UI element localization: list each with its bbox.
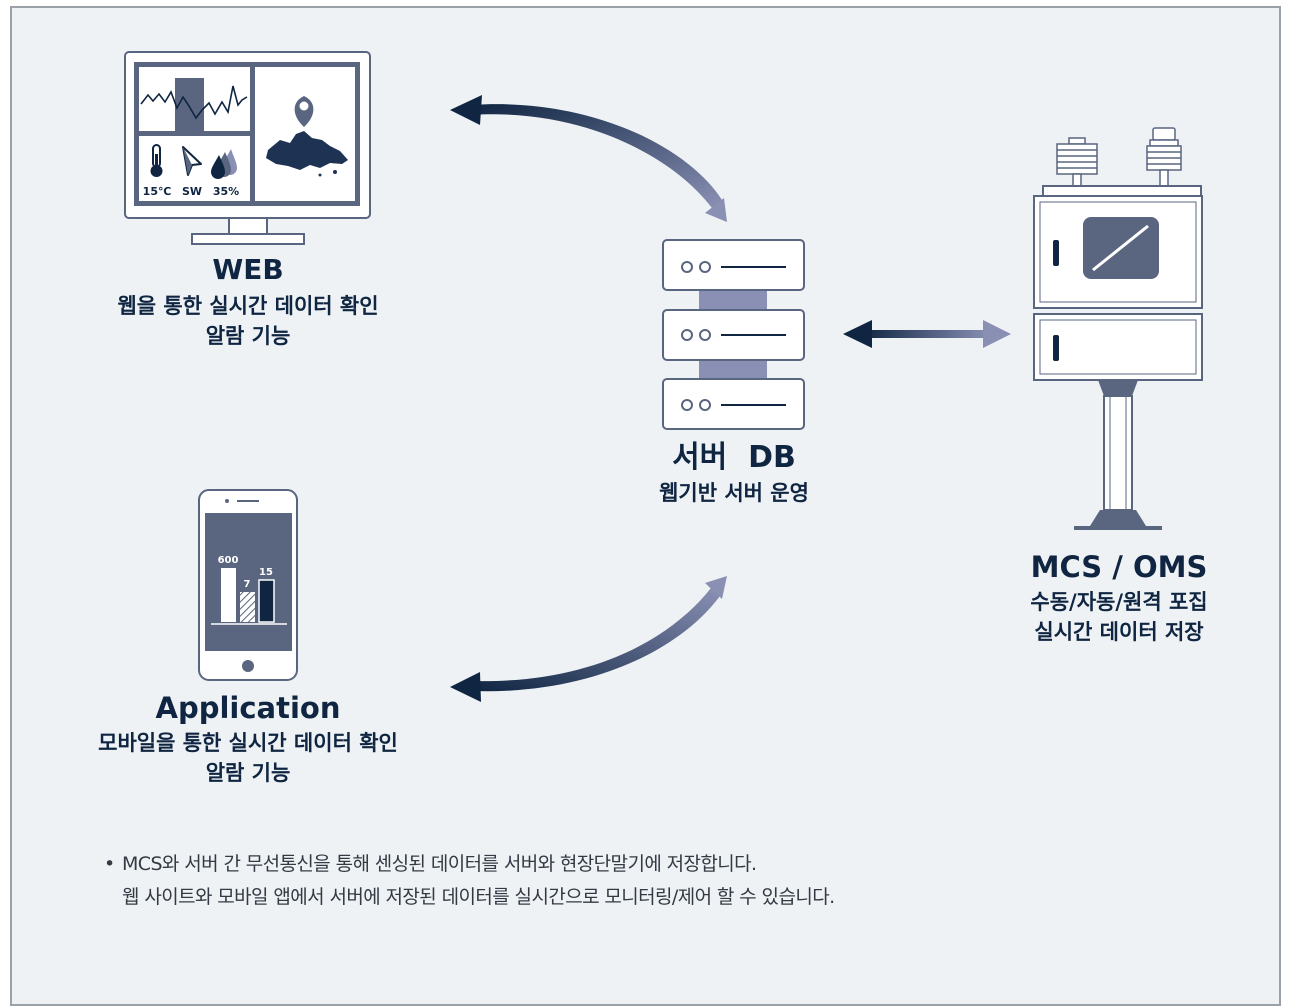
- sensor-left-icon: [1056, 137, 1098, 189]
- arrow-app-server: [450, 576, 727, 702]
- map-pin-icon: [266, 96, 348, 177]
- footnote: • MCS와 서버 간 무선통신을 통해 센싱된 데이터를 서버와 현장단말기에 …: [104, 848, 835, 914]
- bar-label-600: 600: [218, 555, 239, 566]
- bullet: •: [104, 853, 115, 875]
- footnote-line2: 웹 사이트와 모바일 앱에서 서버에 저장된 데이터를 실시간으로 모니터링/제…: [104, 881, 835, 914]
- device-title: MCS / OMS: [1030, 550, 1208, 584]
- web-description-line2: 알람 기능: [205, 324, 291, 348]
- temperature-value: 15℃: [143, 185, 172, 198]
- web-monitor-icon: 15℃ SW 35%: [124, 51, 371, 245]
- smartphone-icon: 600 7 15: [198, 489, 298, 681]
- server-db-icon: [662, 239, 805, 430]
- bar-chart: 600 7 15: [218, 555, 275, 623]
- wind-value: SW: [182, 185, 202, 198]
- web-title: WEB: [212, 253, 284, 286]
- bar-label-15: 15: [259, 567, 273, 578]
- server-title: 서버 DB: [672, 440, 796, 475]
- bar-label-7: 7: [244, 579, 251, 590]
- web-line-chart: [140, 78, 248, 131]
- footnote-text2: 웹 사이트와 모바일 앱에서 서버에 저장된 데이터를 실시간으로 모니터링/제…: [122, 886, 835, 908]
- bar-7: [240, 592, 255, 622]
- humidity-value: 35%: [213, 185, 239, 198]
- app-description-line1: 모바일을 통한 실시간 데이터 확인: [98, 731, 398, 755]
- wind-direction-icon: [182, 146, 202, 176]
- web-description-line1: 웹을 통한 실시간 데이터 확인: [117, 294, 379, 318]
- arrow-server-device: [843, 320, 1011, 348]
- footnote-line1: • MCS와 서버 간 무선통신을 통해 센싱된 데이터를 서버와 현장단말기에 …: [104, 848, 835, 881]
- server-description: 웹기반 서버 운영: [659, 481, 809, 505]
- humidity-icon: [211, 149, 237, 179]
- sensor-right-icon: [1146, 127, 1182, 189]
- bar-15: [258, 579, 275, 623]
- device-description-line2: 실시간 데이터 저장: [1034, 620, 1204, 644]
- thermometer-icon: [150, 144, 163, 177]
- device-description-line1: 수동/자동/원격 포집: [1030, 590, 1208, 614]
- bar-600: [221, 568, 236, 622]
- footnote-text1: MCS와 서버 간 무선통신을 통해 센싱된 데이터를 서버와 현장단말기에 저…: [122, 853, 757, 875]
- app-title: Application: [155, 691, 341, 725]
- arrow-web-server: [450, 95, 727, 222]
- mcs-oms-device-icon: [1033, 127, 1203, 530]
- app-description-line2: 알람 기능: [205, 761, 291, 785]
